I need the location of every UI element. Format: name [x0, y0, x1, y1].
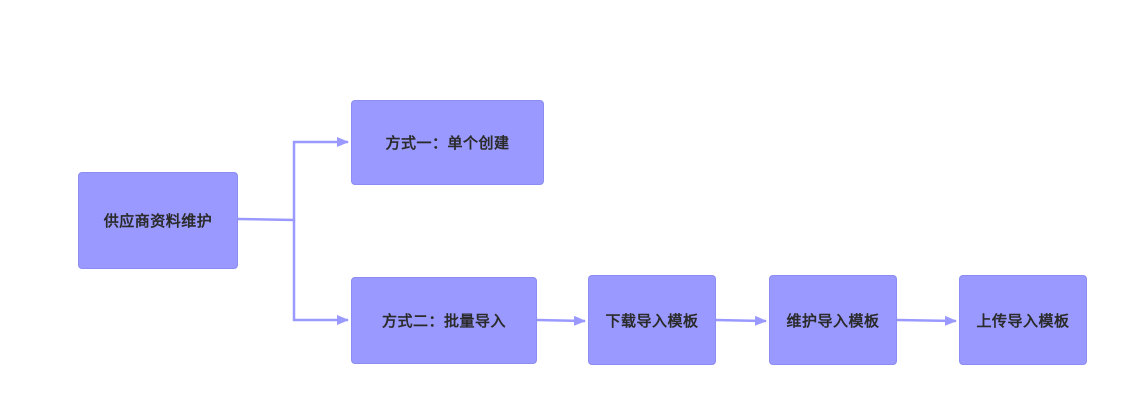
edge-root-to-batch: [292, 220, 349, 325]
edge-download-to-edit: [715, 315, 767, 326]
node-label: 方式一：单个创建: [385, 134, 510, 152]
node-label: 供应商资料维护: [103, 212, 213, 230]
edge-edit-to-upload: [896, 315, 957, 326]
edge-batch-to-download: [536, 315, 586, 326]
node-method-single-create[interactable]: 方式一：单个创建: [351, 100, 544, 185]
node-download-template[interactable]: 下载导入模板: [588, 275, 716, 365]
node-supplier-data-maintenance[interactable]: 供应商资料维护: [78, 172, 238, 269]
edge-root-to-single: [237, 137, 349, 222]
node-method-batch-import[interactable]: 方式二：批量导入: [351, 277, 537, 364]
node-label: 方式二：批量导入: [381, 312, 506, 330]
node-edit-template[interactable]: 维护导入模板: [769, 275, 897, 365]
node-label: 下载导入模板: [605, 311, 699, 330]
node-label: 上传导入模板: [976, 311, 1070, 330]
node-upload-template[interactable]: 上传导入模板: [959, 275, 1087, 365]
node-label: 维护导入模板: [786, 311, 880, 330]
